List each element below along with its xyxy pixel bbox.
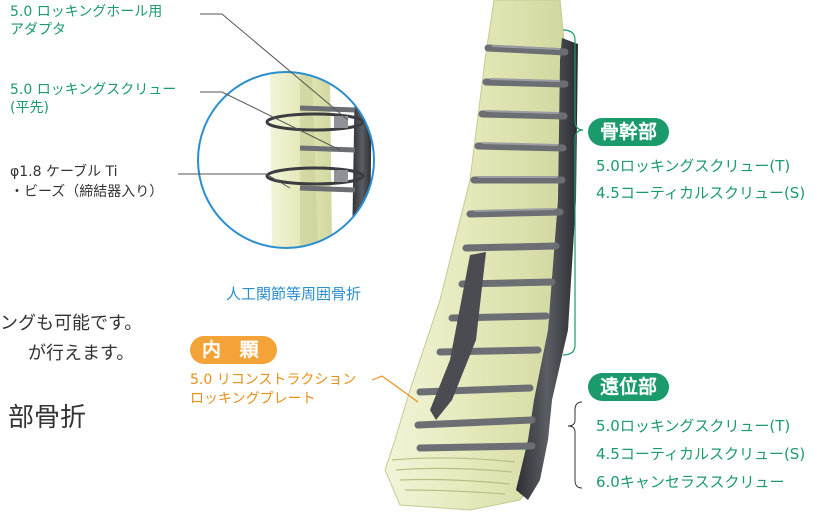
diaphysis-screw-2: 4.5コーティカルスクリュー(S) [596, 184, 806, 202]
distal-brace [567, 401, 583, 489]
left-heading: 部骨折 [8, 403, 87, 433]
cable-label-2: ・ビーズ（締結器入り） [10, 184, 164, 200]
plate-label-1: 5.0 リコンストラクション [190, 372, 357, 388]
distal-screw-2: 4.5コーティカルスクリュー(S) [596, 445, 806, 463]
condyle-lines [391, 457, 516, 495]
flat-screw-label-2: (平先) [10, 100, 49, 116]
left-text-line2: が行えます。 [28, 343, 135, 364]
zoom-inset [198, 72, 374, 248]
diaphysis-badge: 骨幹部 [588, 118, 670, 146]
leader-lines [178, 13, 349, 189]
periprosthetic-caption: 人工関節等周囲骨折 [226, 285, 362, 303]
zoom-circle [197, 71, 375, 249]
plate-label-2: ロッキングプレート [190, 391, 316, 407]
diaphysis-screw-1: 5.0ロッキングスクリュー(T) [596, 157, 791, 175]
medial-plate [430, 252, 486, 420]
distal-badge: 遠位部 [588, 373, 670, 401]
medial-condyle-badge: 内 顆 [190, 336, 277, 364]
flat-screw-label-1: 5.0 ロッキングスクリュー [10, 82, 177, 98]
diaphysis-brace [562, 29, 584, 356]
adapter-label-1: 5.0 ロッキングホール用 [10, 4, 163, 20]
distal-screw-1: 5.0ロッキングスクリュー(T) [596, 417, 791, 435]
adapter-label-2: アダプタ [10, 22, 66, 38]
left-text-line1: ングも可能です。 [0, 313, 143, 334]
plate-leader [371, 375, 419, 403]
cable-label-1: φ1.8 ケーブル Ti [10, 164, 118, 180]
screw-highlights [473, 45, 561, 212]
locking-plate [516, 38, 578, 500]
distal-screw-3: 6.0キャンセラススクリュー [596, 473, 785, 491]
